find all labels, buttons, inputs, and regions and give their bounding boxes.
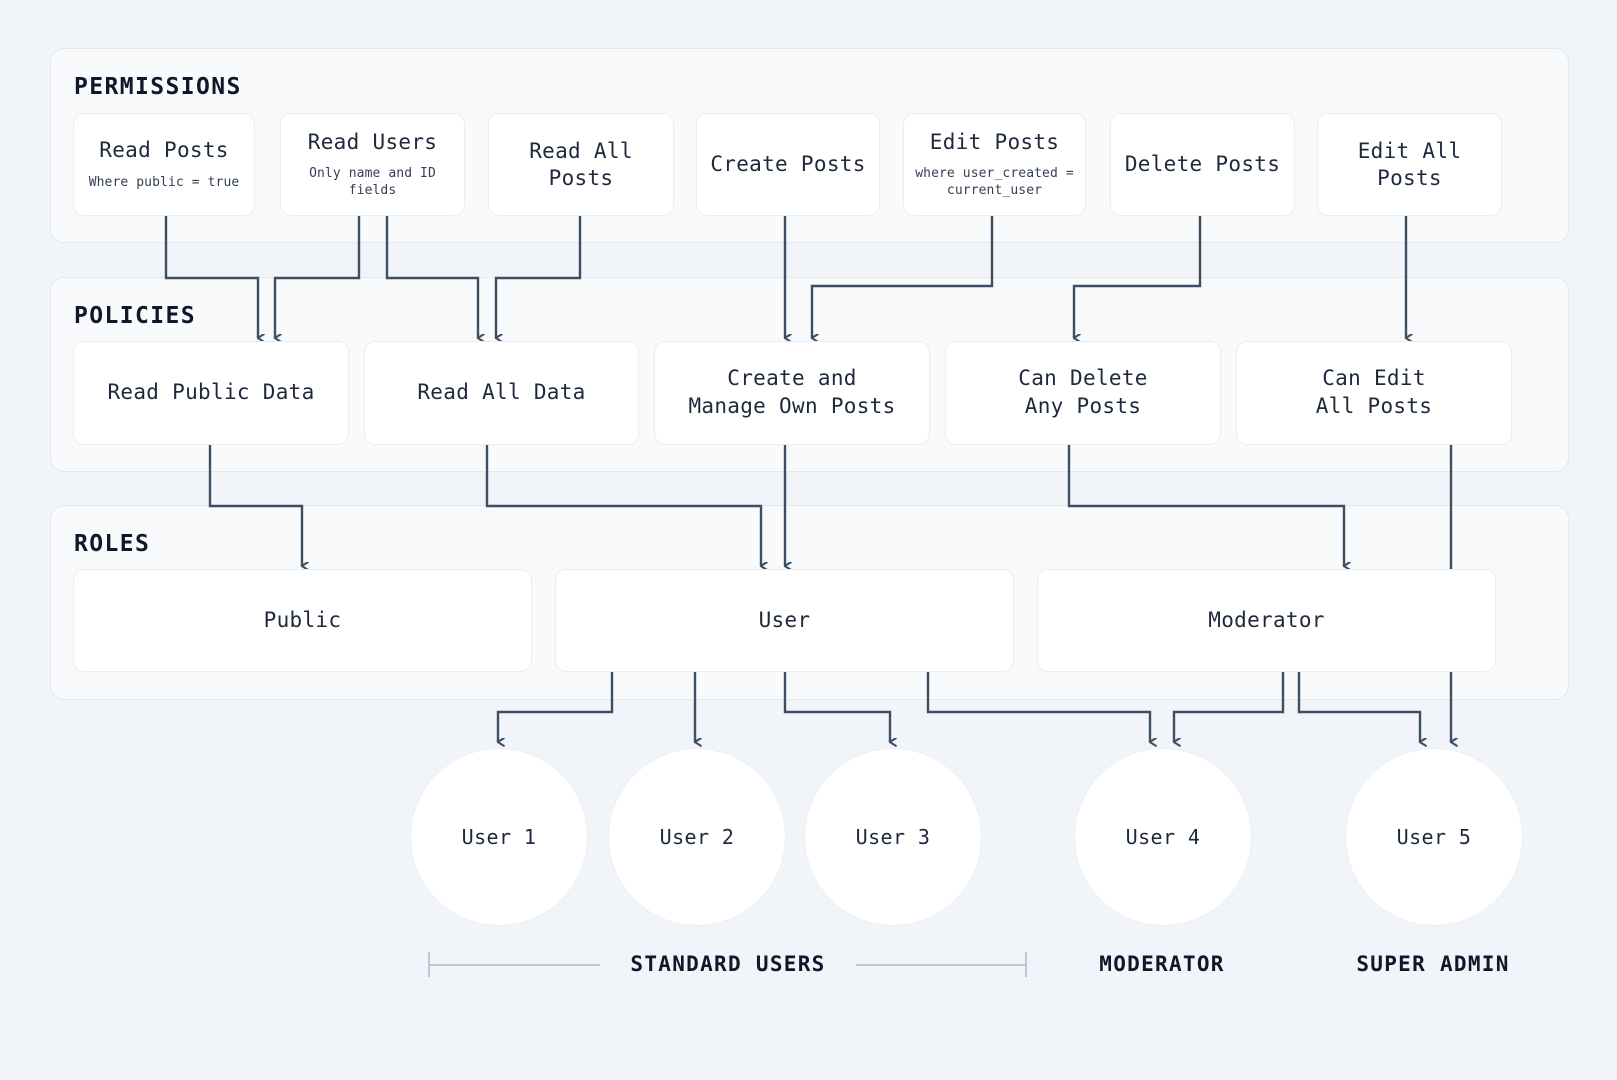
permission-card-edit-all-posts[interactable]: Edit All Posts xyxy=(1317,113,1502,216)
user-circle-user1[interactable]: User 1 xyxy=(410,748,588,926)
policy-title: Create and Manage Own Posts xyxy=(688,366,896,418)
permission-subtitle: Only name and ID fields xyxy=(309,166,436,199)
permission-card-read-all-posts[interactable]: Read All Posts xyxy=(488,113,674,216)
role-title: Public xyxy=(263,608,342,633)
user-label: User 5 xyxy=(1396,825,1472,849)
user-label: User 3 xyxy=(855,825,931,849)
permission-title: Read All Posts xyxy=(529,139,633,190)
user-label: User 1 xyxy=(461,825,537,849)
user-label: User 2 xyxy=(659,825,735,849)
panel-title-permissions: PERMISSIONS xyxy=(74,74,242,100)
role-title: User xyxy=(758,608,811,633)
policy-title: Read All Data xyxy=(417,380,586,405)
permission-card-edit-posts[interactable]: Edit Posts where user_created = current_… xyxy=(903,113,1086,216)
permission-subtitle: where user_created = current_user xyxy=(915,166,1074,199)
permission-title: Edit Posts xyxy=(929,129,1060,154)
group-label-moderator: MODERATOR xyxy=(1099,952,1225,976)
permission-subtitle: Where public = true xyxy=(88,174,240,190)
permission-card-read-posts[interactable]: Read Posts Where public = true xyxy=(73,113,255,216)
policy-card-can-delete-any-posts[interactable]: Can Delete Any Posts xyxy=(945,341,1221,445)
permission-title: Delete Posts xyxy=(1124,152,1281,177)
policy-card-create-manage-own-posts[interactable]: Create and Manage Own Posts xyxy=(654,341,930,445)
permission-title: Read Users xyxy=(307,129,438,154)
permission-card-read-users[interactable]: Read Users Only name and ID fields xyxy=(280,113,465,216)
panel-title-policies: POLICIES xyxy=(74,303,196,329)
permission-card-create-posts[interactable]: Create Posts xyxy=(696,113,880,216)
policy-card-can-edit-all-posts[interactable]: Can Edit All Posts xyxy=(1236,341,1512,445)
policy-title: Read Public Data xyxy=(107,380,315,405)
user-label: User 4 xyxy=(1125,825,1201,849)
role-card-public[interactable]: Public xyxy=(73,569,532,672)
group-label-standard-users: STANDARD USERS xyxy=(630,952,826,976)
group-label-super-admin: SUPER ADMIN xyxy=(1356,952,1510,976)
user-circle-user5[interactable]: User 5 xyxy=(1345,748,1523,926)
user-circle-user2[interactable]: User 2 xyxy=(608,748,786,926)
permission-title: Create Posts xyxy=(710,152,866,177)
user-circle-user3[interactable]: User 3 xyxy=(804,748,982,926)
role-card-user[interactable]: User xyxy=(555,569,1014,672)
policy-title: Can Edit All Posts xyxy=(1315,366,1433,418)
policy-card-read-all-data[interactable]: Read All Data xyxy=(364,341,639,445)
user-circle-user4[interactable]: User 4 xyxy=(1074,748,1252,926)
permission-card-delete-posts[interactable]: Delete Posts xyxy=(1110,113,1295,216)
policy-card-read-public-data[interactable]: Read Public Data xyxy=(73,341,349,445)
permission-title: Edit All Posts xyxy=(1357,139,1462,190)
panel-title-roles: ROLES xyxy=(74,531,151,557)
role-title: Moderator xyxy=(1208,608,1325,633)
role-card-moderator[interactable]: Moderator xyxy=(1037,569,1496,672)
permission-title: Read Posts xyxy=(99,138,229,163)
policy-title: Can Delete Any Posts xyxy=(1018,366,1148,418)
